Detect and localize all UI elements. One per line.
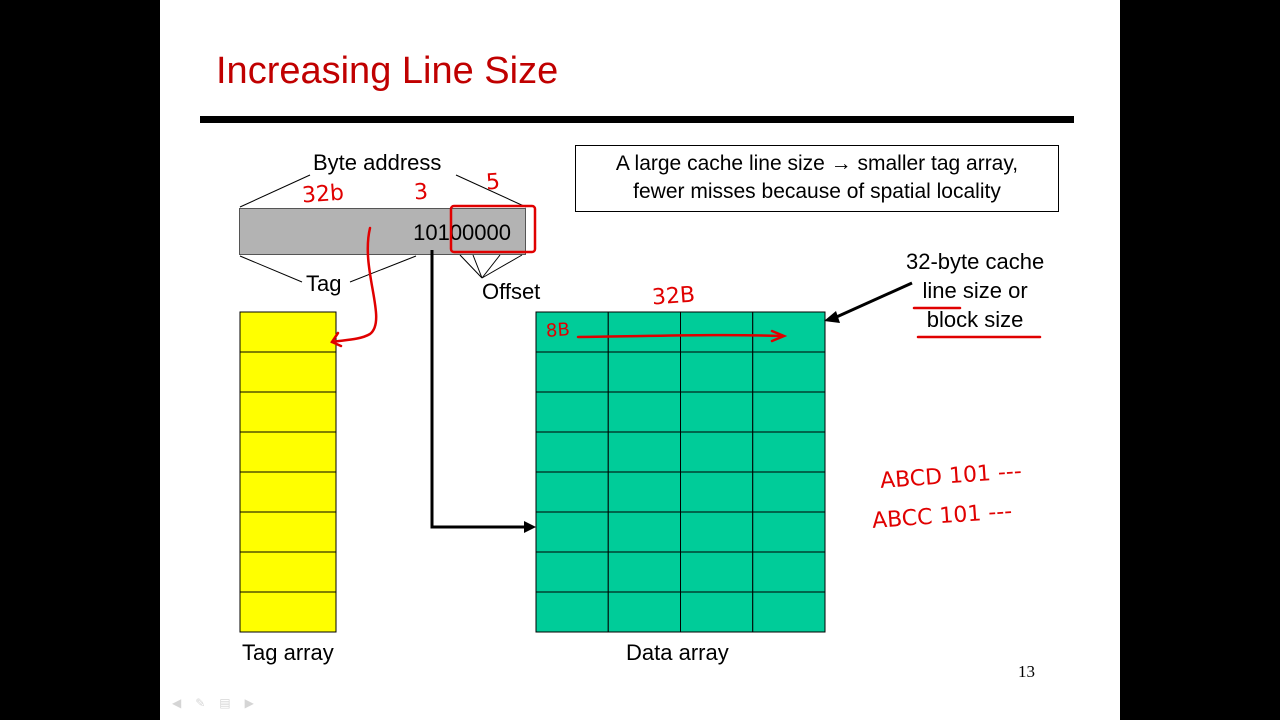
next-arrow-icon[interactable]: ▶ [244,696,254,710]
data-array-cell [680,551,754,593]
diagram-canvas [239,174,1042,633]
tag-mapping-stroke [330,226,378,344]
data-array-cell [607,551,681,593]
address-bracket [239,174,527,283]
tag-array-cell [239,551,337,593]
tag-array-cell [239,431,337,473]
data-array-cell [752,511,826,553]
data-array-cell [535,471,609,513]
data-array-cell [680,591,754,633]
tag-array-cell [239,511,337,553]
offset-label: Offset [482,279,541,304]
line-size-note-3: block size [926,307,1024,332]
ink-strokes [330,204,1042,348]
tag-array-cell [239,471,337,513]
ink-line-bytes: 32B [651,282,696,311]
offset-bracket [459,254,523,279]
note-arrow [831,281,913,321]
line-size-note-1: 32-byte cache [906,249,1045,274]
data-array-cell [607,431,681,473]
title-divider [200,116,1074,123]
line-size-note: 32-byte cache line size or block size [906,247,1044,334]
tag-label: Tag [306,271,342,296]
data-array-cell [752,431,826,473]
line-span-stroke [576,333,784,339]
data-array-cell [752,471,826,513]
line-span-head [770,329,788,343]
data-array-cell [752,311,826,353]
data-array-cell [680,471,754,513]
tag-array [239,311,337,633]
data-array-cell [607,351,681,393]
prev-arrow-icon[interactable]: ◀ [172,696,182,710]
data-array-cell [752,591,826,633]
page-number: 13 [1018,662,1035,681]
data-array-cell [535,351,609,393]
data-array-cell [607,591,681,633]
data-array-cell [607,391,681,433]
ink-bits-tag: 32b [301,180,345,209]
data-array-cell [680,391,754,433]
ink-bits-index: 3 [413,179,429,206]
tag-array-cell [239,391,337,433]
data-array-cell [607,471,681,513]
pen-icon[interactable]: ✎ [195,696,206,710]
data-array-cell [535,431,609,473]
data-array-cell [607,311,681,353]
address-bar: 10100000 [239,208,526,255]
tag-array-cell [239,311,337,353]
byte-address-label: Byte address [313,150,442,175]
tag-array-cell [239,351,337,393]
address-value: 10100000 [413,220,511,245]
data-array-cell [535,551,609,593]
data-array-cell [535,391,609,433]
data-array-cell [535,511,609,553]
data-array-cell [535,591,609,633]
callout-box: A large cache line size → smaller tag ar… [575,145,1059,212]
data-array-cell [607,511,681,553]
data-array-cell [752,391,826,433]
slide: Increasing Line Size Byte address 101000… [160,0,1120,720]
data-array-cell [752,551,826,593]
tag-array-cell [239,591,337,633]
tag-mapping-head [330,331,343,348]
data-array-cell [680,431,754,473]
ink-word-bytes: 8B [545,319,571,342]
index-arrow-head [524,521,536,533]
tag-array-label: Tag array [242,640,334,665]
line-size-note-2: line size or [922,278,1028,303]
slide-title: Increasing Line Size [216,50,559,92]
ink-bits-offset: 5 [485,169,501,196]
index-arrow [430,250,528,529]
offset-highlight [449,204,537,254]
slideshow-toolbar: ◀ ✎ ▤ ▶ [172,696,254,710]
note-arrow-head [824,311,840,323]
data-array-cell [680,511,754,553]
data-array-cell [680,311,754,353]
callout-line-1: A large cache line size → smaller tag ar… [615,152,1019,175]
data-array-cell [752,351,826,393]
data-array [535,311,826,633]
data-array-cell [680,351,754,393]
data-array-label: Data array [626,640,729,665]
callout-line-2: fewer misses because of spatial locality [633,180,1001,203]
menu-icon[interactable]: ▤ [219,696,231,710]
